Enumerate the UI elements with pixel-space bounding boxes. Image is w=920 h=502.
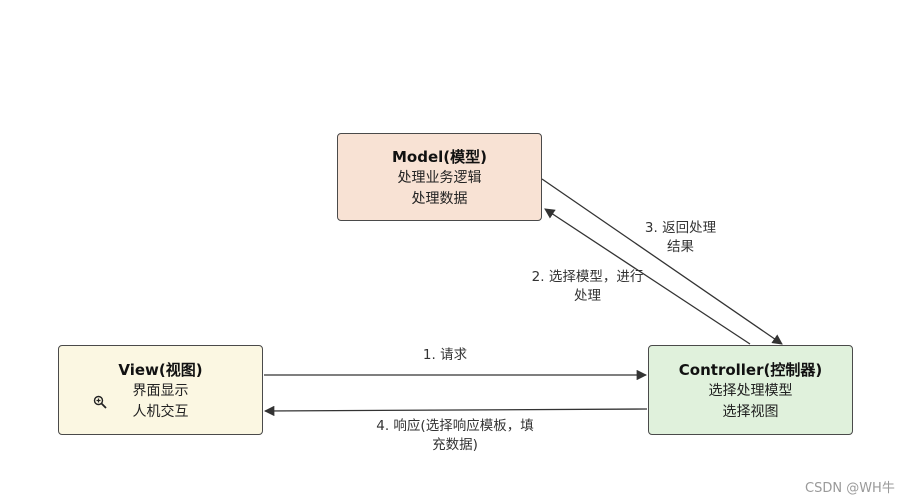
controller-line-2: 选择视图 bbox=[722, 404, 779, 420]
view-title: View(视图) bbox=[118, 361, 203, 379]
watermark: CSDN @WH牛 bbox=[805, 481, 895, 496]
edge-label-request-line-1: 1. 请求 bbox=[422, 347, 468, 363]
edge-label-request: 1. 请求 bbox=[395, 346, 495, 365]
edge-return-result bbox=[541, 178, 783, 345]
model-node: Model(模型) 处理业务逻辑 处理数据 bbox=[337, 133, 542, 221]
controller-title: Controller(控制器) bbox=[678, 361, 823, 379]
edge-label-select-model-line-1: 2. 选择模型，进行 bbox=[531, 269, 644, 285]
model-line-2: 处理数据 bbox=[411, 191, 468, 207]
zoom-in-icon bbox=[93, 395, 107, 409]
edge-label-return-result: 3. 返回处理 结果 bbox=[628, 219, 733, 257]
view-line-2: 人机交互 bbox=[132, 404, 189, 420]
model-line-1: 处理业务逻辑 bbox=[397, 170, 482, 186]
controller-line-1: 选择处理模型 bbox=[708, 383, 793, 399]
edge-label-return-result-line-1: 3. 返回处理 bbox=[644, 220, 717, 236]
model-title: Model(模型) bbox=[392, 148, 487, 166]
edge-label-select-model: 2. 选择模型，进行 处理 bbox=[520, 268, 655, 306]
edge-response bbox=[263, 405, 648, 417]
view-node: View(视图) 界面显示 人机交互 bbox=[58, 345, 263, 435]
edge-label-response: 4. 响应(选择响应模板，填 充数据) bbox=[350, 417, 560, 455]
edge-label-response-line-1: 4. 响应(选择响应模板，填 bbox=[376, 418, 534, 434]
edge-label-select-model-line-2: 处理 bbox=[574, 288, 601, 304]
view-line-1: 界面显示 bbox=[132, 383, 189, 399]
edge-select-model bbox=[544, 208, 751, 345]
edge-label-return-result-line-2: 结果 bbox=[667, 239, 694, 255]
edge-label-response-line-2: 充数据) bbox=[432, 437, 478, 453]
controller-node: Controller(控制器) 选择处理模型 选择视图 bbox=[648, 345, 853, 435]
